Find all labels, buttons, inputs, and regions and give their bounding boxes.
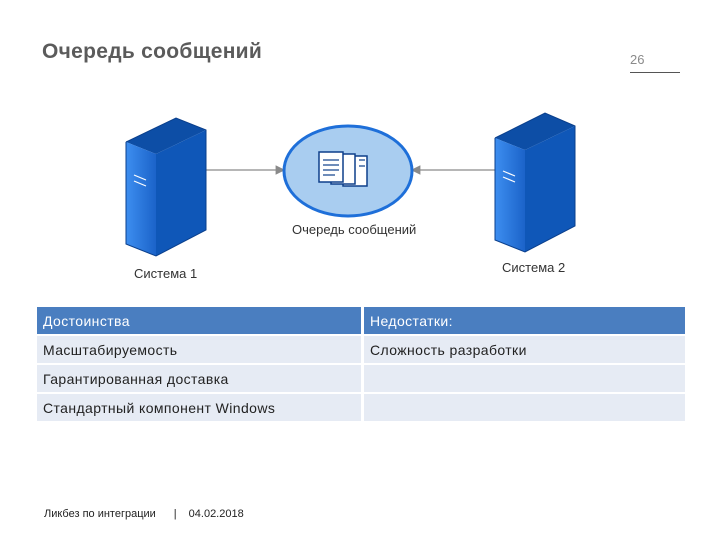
pros-cons-table: Достоинства Недостатки: Масштабируемость… xyxy=(37,305,685,423)
message-queue-diagram xyxy=(0,0,720,300)
server-icon-system2 xyxy=(495,113,575,252)
footer-date: 04.02.2018 xyxy=(189,508,244,520)
table-row: Гарантированная доставка xyxy=(37,365,685,392)
table-cell: Масштабируемость xyxy=(37,336,361,363)
footer-course-name: Ликбез по интеграции xyxy=(44,508,156,520)
table-cell xyxy=(364,365,685,392)
message-queue-icon xyxy=(284,126,412,216)
header-pros: Достоинства xyxy=(37,307,361,334)
table-cell: Сложность разработки xyxy=(364,336,685,363)
table-cell: Гарантированная доставка xyxy=(37,365,361,392)
slide-footer: Ликбез по интеграции | 04.02.2018 xyxy=(44,508,244,520)
table-header-row: Достоинства Недостатки: xyxy=(37,307,685,334)
table-row: Стандартный компонент Windows xyxy=(37,394,685,421)
system1-label: Система 1 xyxy=(134,266,197,281)
queue-label: Очередь сообщений xyxy=(292,222,416,237)
system2-label: Система 2 xyxy=(502,260,565,275)
table-cell xyxy=(364,394,685,421)
server-icon-system1 xyxy=(126,118,206,256)
header-cons: Недостатки: xyxy=(364,307,685,334)
footer-separator: | xyxy=(174,508,177,520)
table-row: Масштабируемость Сложность разработки xyxy=(37,336,685,363)
document-stack-icon xyxy=(319,152,367,186)
table-cell: Стандартный компонент Windows xyxy=(37,394,361,421)
